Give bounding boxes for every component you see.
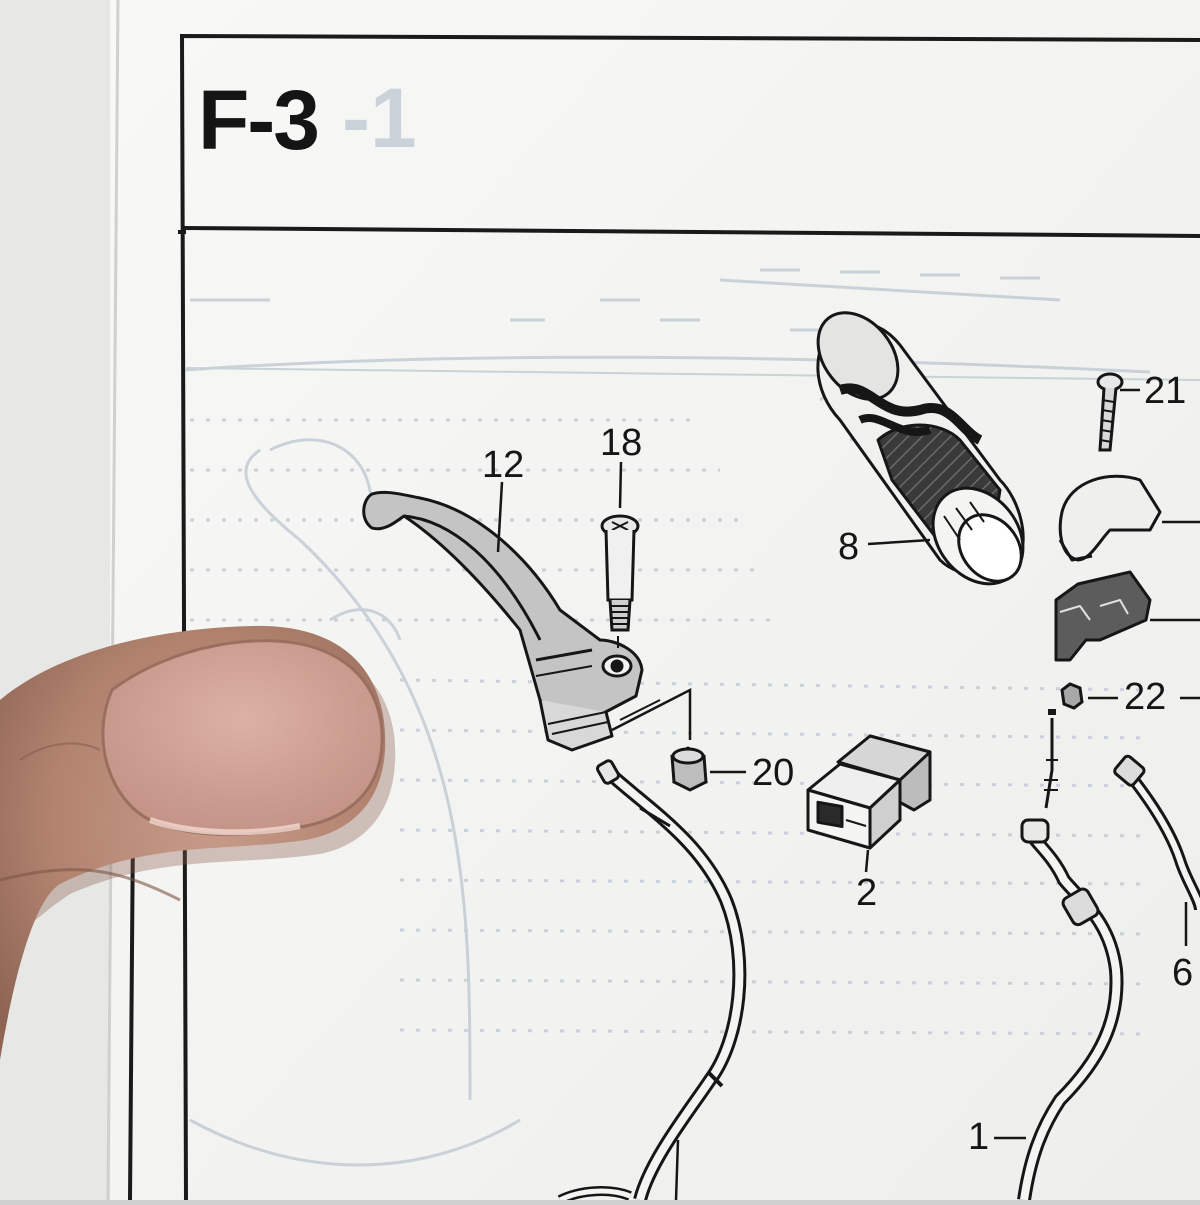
callout-20: 20 [752, 752, 795, 794]
thumb-overlay [0, 625, 396, 1060]
lever-nut-drawing [670, 746, 746, 792]
section-code-title: F-3 [198, 73, 320, 167]
switch-housing-drawing [1054, 474, 1200, 662]
clutch-cable-drawing [557, 759, 747, 1205]
callout-12: 12 [482, 444, 525, 486]
clutch-lever-drawing [362, 490, 644, 752]
callout-21: 21 [1144, 370, 1187, 412]
switch-drawing [806, 734, 932, 873]
callout-8: 8 [838, 526, 860, 568]
callout-6: 6 [1172, 952, 1194, 994]
bleed-through-suffix: -1 [342, 71, 417, 165]
throttle-cable-drawing [994, 709, 1200, 1202]
pivot-bolt-drawing [600, 461, 640, 632]
callout-1: 1 [968, 1116, 990, 1158]
screw-drawing [1096, 372, 1140, 452]
small-nut-drawing [1060, 682, 1200, 710]
callout-22: 22 [1124, 676, 1167, 718]
handle-grip-drawing [816, 311, 1025, 586]
callout-18: 18 [600, 422, 643, 464]
callout-2: 2 [856, 872, 878, 914]
